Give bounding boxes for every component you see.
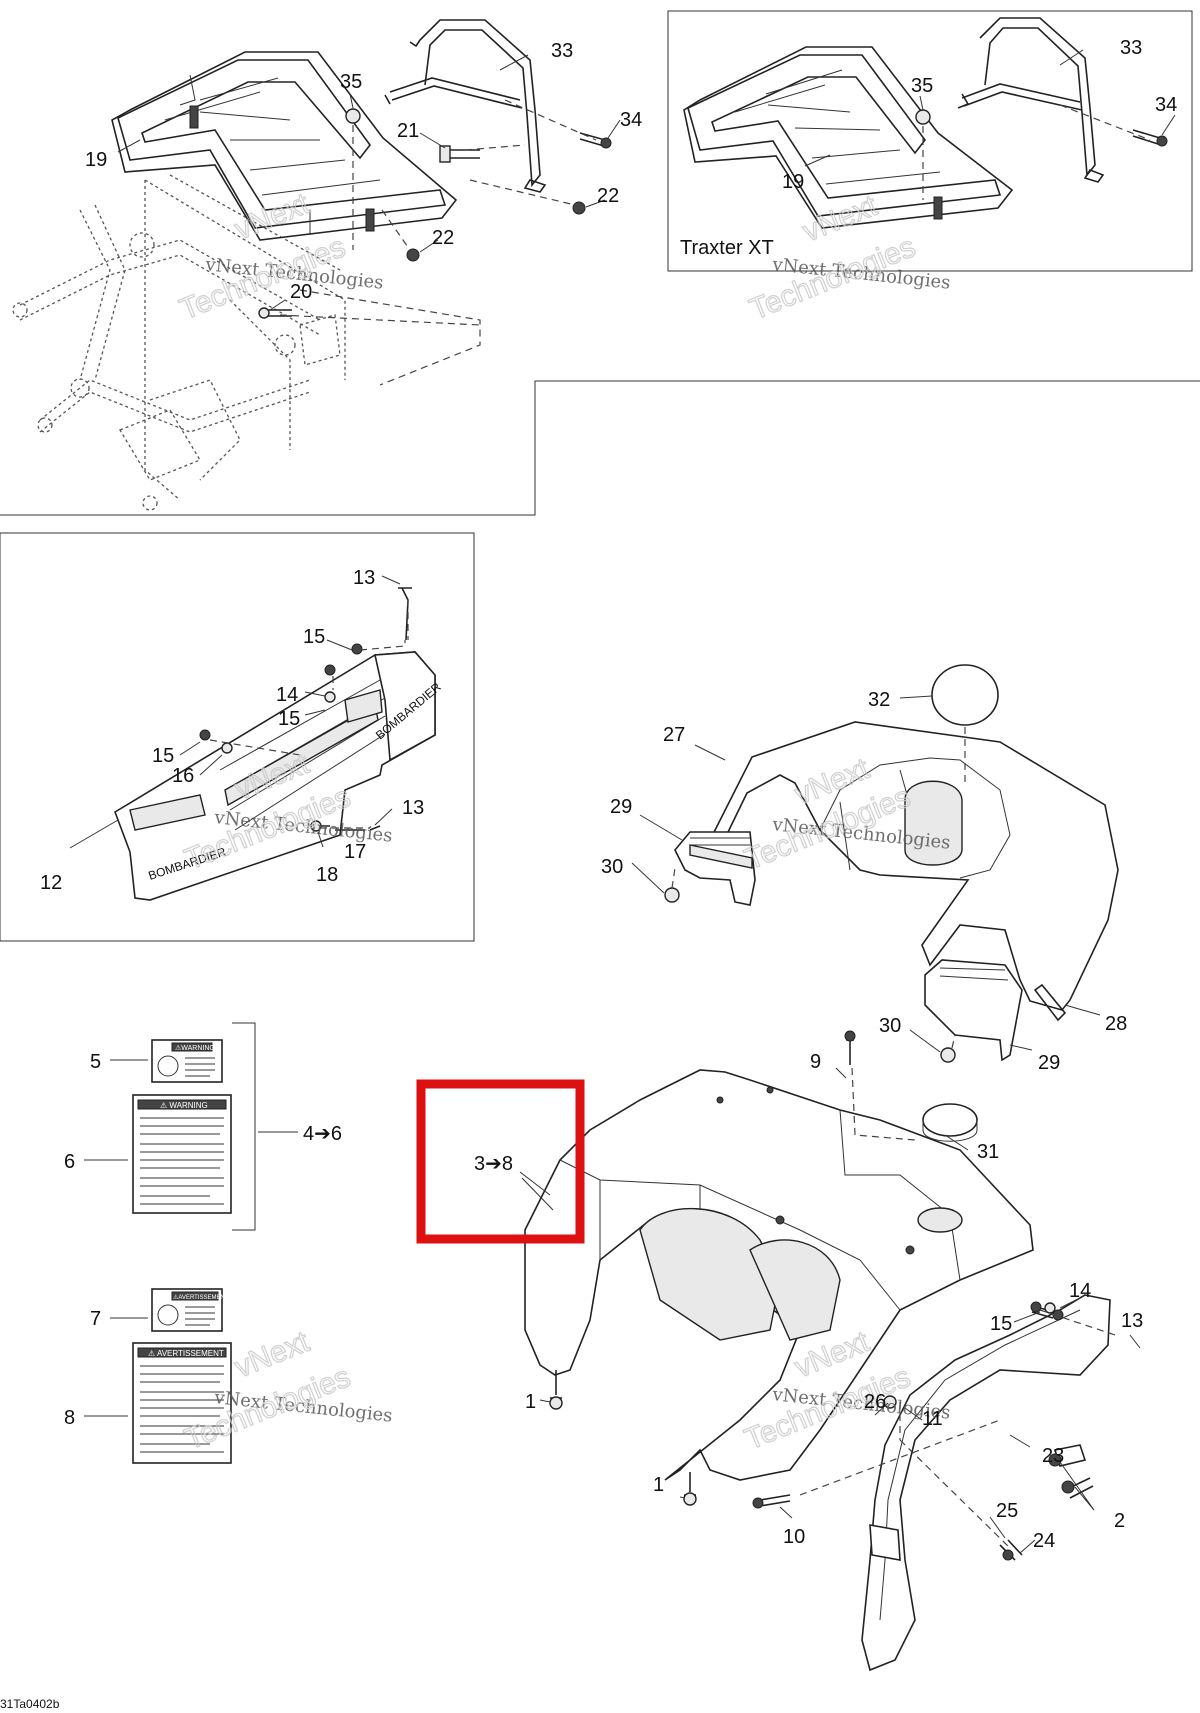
- decal-8: ⚠ AVERTISSEMENT: [132, 1342, 232, 1464]
- callout-label: 13: [353, 567, 375, 589]
- callout-label: 18: [316, 864, 338, 886]
- watermark-outline-2a: vNext: [798, 189, 882, 249]
- bumper-panel-frame: [0, 532, 475, 942]
- callout-label: 27: [663, 724, 685, 746]
- callout-label: 21: [397, 120, 419, 142]
- callout-label: 19: [85, 149, 107, 171]
- callout-label: 34: [1155, 94, 1177, 116]
- callout-label: 30: [601, 856, 623, 878]
- highlight-box: [416, 1079, 585, 1244]
- callout-label: 12: [40, 872, 62, 894]
- callout-label: 6: [64, 1151, 75, 1173]
- rear-body-assembly: [521, 1030, 1141, 1672]
- footer-drawing-code: 31Ta0402b: [0, 1697, 60, 1711]
- callout-label: 22: [432, 227, 454, 249]
- callout-label: 24: [1033, 1530, 1055, 1552]
- callout-label: 19: [782, 171, 804, 193]
- callout-label: 35: [911, 75, 933, 97]
- watermark-outline-1a: vNext: [230, 187, 314, 247]
- callout-label: 26: [864, 1391, 886, 1413]
- callout-label: 20: [290, 281, 312, 303]
- callout-label: 14: [276, 684, 298, 706]
- callout-label: 1: [653, 1474, 664, 1496]
- callout-label: 33: [551, 40, 573, 62]
- callout-label: 15: [152, 745, 174, 767]
- callout-label: 8: [64, 1407, 75, 1429]
- callout-label: 9: [810, 1051, 821, 1073]
- callout-label: 7: [90, 1308, 101, 1330]
- callout-label: 23: [1042, 1445, 1064, 1467]
- callout-label: 15: [990, 1313, 1012, 1335]
- callout-label: 32: [868, 689, 890, 711]
- watermark-outline-5a: vNext: [230, 1325, 314, 1385]
- callout-label: 35: [340, 71, 362, 93]
- red-highlight-rect: [416, 1079, 585, 1244]
- callout-label: 31: [977, 1141, 999, 1163]
- callout-label: 30: [879, 1015, 901, 1037]
- callout-label: 29: [610, 796, 632, 818]
- chassis-frame: [12, 174, 346, 511]
- svg-text:⚠ WARNING: ⚠ WARNING: [160, 1101, 208, 1110]
- callout-label: 25: [996, 1500, 1018, 1522]
- traxter-xt-panel-frame: [667, 10, 1193, 272]
- callout-label: 13: [1121, 1310, 1143, 1332]
- panel-frames: [0, 10, 1200, 1231]
- front-bumper-assembly: BOMBARDIER BOMBARDIER: [69, 575, 444, 901]
- callout-label: 28: [1105, 1013, 1127, 1035]
- callout-label: 2: [1114, 1510, 1125, 1532]
- callout-label: 4➔6: [303, 1123, 342, 1145]
- callout-label: 13: [402, 797, 424, 819]
- callout-label: 29: [1038, 1052, 1060, 1074]
- svg-text:⚠AVERTISSEMENT: ⚠AVERTISSEMENT: [173, 1294, 229, 1301]
- rack-guide-lines: [279, 99, 597, 386]
- svg-text:⚠WARNING: ⚠WARNING: [175, 1044, 215, 1052]
- decal-bracket: [232, 1022, 256, 1231]
- callout-label: 33: [1120, 37, 1142, 59]
- svg-text:⚠ AVERTISSEMENT: ⚠ AVERTISSEMENT: [148, 1349, 224, 1358]
- callout-label: 14: [1069, 1280, 1091, 1302]
- decal-6: ⚠ WARNING: [132, 1094, 232, 1214]
- callout-label: 17: [344, 841, 366, 863]
- callout-label: 15: [278, 708, 300, 730]
- backrest-bar: [384, 19, 547, 193]
- traxter-xt-rack: [683, 17, 1176, 229]
- callout-label: 22: [597, 185, 619, 207]
- rack-panel-frame: [0, 380, 1200, 516]
- traxter-xt-caption: Traxter XT: [680, 237, 774, 259]
- rack-leaders: [117, 54, 621, 311]
- decal-7: ⚠AVERTISSEMENT: [151, 1288, 229, 1332]
- callout-label: 1: [525, 1391, 536, 1413]
- decal-5: ⚠WARNING: [151, 1039, 223, 1083]
- callout-label: 3➔8: [474, 1153, 513, 1175]
- callout-label: 5: [90, 1051, 101, 1073]
- callout-labels: 33 35 34 21 19 22 22 20 33 35 34 19 13 1…: [40, 37, 1177, 1552]
- callout-label: 15: [303, 626, 325, 648]
- callout-label: 16: [172, 765, 194, 787]
- callout-label: 10: [783, 1526, 805, 1548]
- decals: ⚠WARNING ⚠ WARNING ⚠AVERTISSEMENT ⚠ AVER…: [84, 1039, 298, 1464]
- fender-top-assembly: [631, 664, 1119, 1063]
- callout-label: 34: [620, 109, 642, 131]
- rear-rack-assembly: [12, 19, 621, 511]
- callout-label: 11: [922, 1408, 943, 1430]
